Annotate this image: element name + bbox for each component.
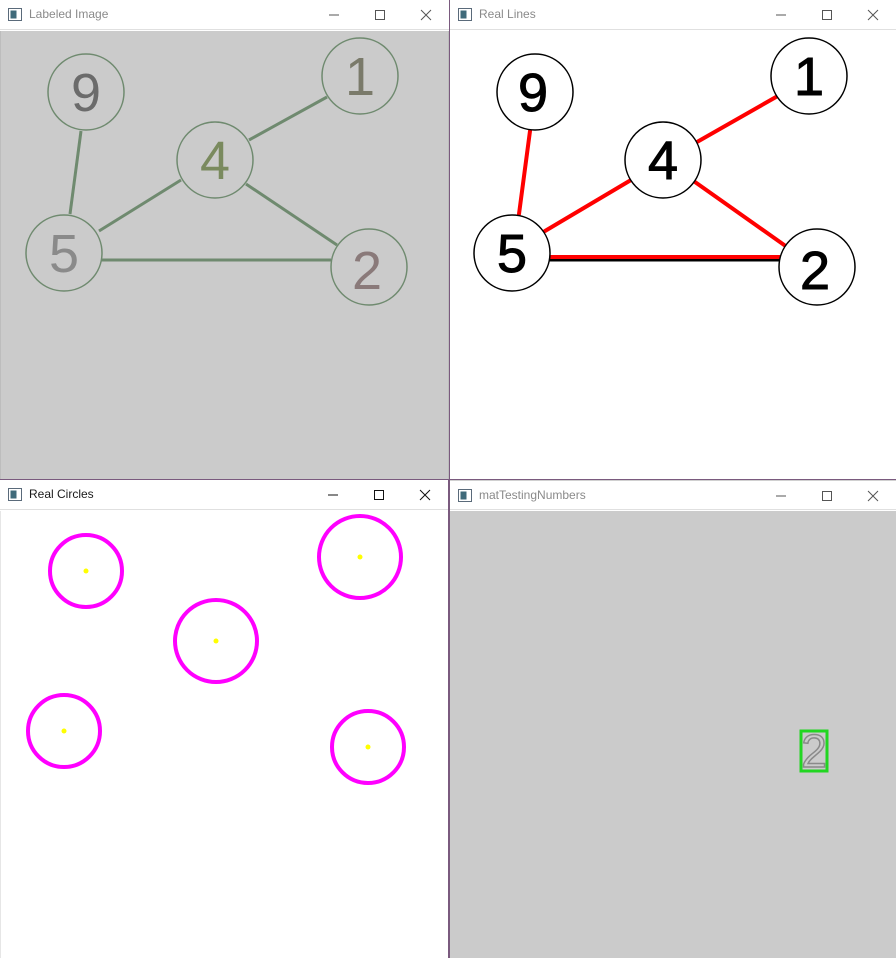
node-circle-1 (321, 37, 399, 115)
app-icon (458, 8, 472, 21)
maximize-icon (375, 10, 385, 20)
maximize-icon (822, 10, 832, 20)
graph-nodes (25, 37, 408, 306)
edge-4-5 (98, 178, 182, 233)
circle-1 (317, 514, 403, 600)
node-label-9: 9 (518, 63, 548, 123)
maximize-button[interactable] (804, 0, 850, 30)
edge-9-5 (68, 130, 83, 215)
graph-nodes (473, 37, 856, 306)
minimize-icon (329, 14, 339, 16)
window-title: Labeled Image (29, 7, 109, 21)
center-dot (83, 568, 89, 574)
close-button[interactable] (402, 480, 448, 510)
window-title: matTestingNumbers (479, 488, 586, 502)
circle-2 (330, 709, 406, 785)
image-canvas: 9 1 4 5 2 (0, 31, 449, 479)
node-label-1: 1 (794, 47, 824, 107)
titlebar[interactable]: Real Lines (450, 0, 896, 30)
close-button[interactable] (403, 0, 449, 30)
line-4-1 (695, 95, 778, 144)
app-icon (458, 489, 472, 502)
app-icon (8, 488, 22, 501)
node-label-2: 2 (800, 241, 830, 301)
node-circle-5 (25, 214, 103, 292)
maximize-button[interactable] (804, 481, 850, 511)
minimize-icon (776, 14, 786, 16)
graph-edges (68, 95, 338, 262)
node-label-5: 5 (49, 224, 79, 284)
titlebar[interactable]: Real Circles (0, 480, 448, 510)
detected-circles (26, 514, 406, 785)
image-canvas: 2 (450, 511, 896, 958)
circle-9 (48, 533, 124, 609)
node-label-4: 4 (200, 131, 230, 191)
minimize-button[interactable] (310, 480, 356, 510)
line-9-5 (517, 129, 532, 216)
close-button[interactable] (850, 0, 896, 30)
node-label-1: 1 (345, 47, 375, 107)
close-button[interactable] (850, 481, 896, 511)
node-circle-4 (176, 121, 254, 199)
image-canvas (0, 511, 448, 958)
node-circle-9 (496, 53, 574, 131)
circle-centers (61, 554, 371, 750)
titlebar[interactable]: matTestingNumbers (450, 480, 896, 510)
maximize-icon (822, 491, 832, 501)
node-label-9: 9 (71, 63, 101, 123)
node-circle-2 (778, 228, 856, 306)
node-circle-2 (330, 228, 408, 306)
line-4-5 (543, 178, 633, 233)
app-icon (8, 8, 22, 21)
minimize-icon (776, 495, 786, 497)
window-title: Real Circles (29, 487, 94, 501)
line-4-2 (693, 180, 789, 249)
minimize-icon (328, 494, 338, 496)
digit-bounding-box (799, 729, 829, 773)
minimize-button[interactable] (311, 0, 357, 30)
edge-4-1 (248, 95, 328, 142)
close-icon (420, 9, 432, 21)
center-dot (61, 728, 67, 734)
close-icon (419, 489, 431, 501)
edge-4-2 (245, 182, 338, 247)
close-icon (867, 9, 879, 21)
image-canvas: 9 1 4 5 2 (450, 31, 896, 479)
node-circle-1 (770, 37, 848, 115)
node-circle-5 (473, 214, 551, 292)
center-dot (365, 744, 371, 750)
titlebar[interactable]: Labeled Image (0, 0, 449, 30)
window-title: Real Lines (479, 7, 536, 21)
maximize-icon (374, 490, 384, 500)
center-dot (213, 638, 219, 644)
node-circle-9 (47, 53, 125, 131)
maximize-button[interactable] (357, 0, 403, 30)
node-label-4: 4 (648, 131, 678, 191)
node-circle-4 (624, 121, 702, 199)
node-label-2: 2 (352, 241, 382, 301)
center-dot (357, 554, 363, 560)
window-real-lines[interactable]: Real Lines (450, 0, 896, 479)
detected-digit: 2 (801, 725, 827, 777)
window-real-circles[interactable]: Real Circles (0, 480, 449, 958)
window-mat-testing-numbers[interactable]: matTestingNumbers 2 (450, 480, 896, 958)
minimize-button[interactable] (758, 481, 804, 511)
circle-5 (26, 693, 102, 769)
detected-lines (517, 95, 789, 259)
node-label-5: 5 (497, 224, 527, 284)
circle-4 (173, 598, 259, 684)
maximize-button[interactable] (356, 480, 402, 510)
minimize-button[interactable] (758, 0, 804, 30)
window-labeled-image[interactable]: Labeled Image (0, 0, 449, 479)
close-icon (867, 490, 879, 502)
